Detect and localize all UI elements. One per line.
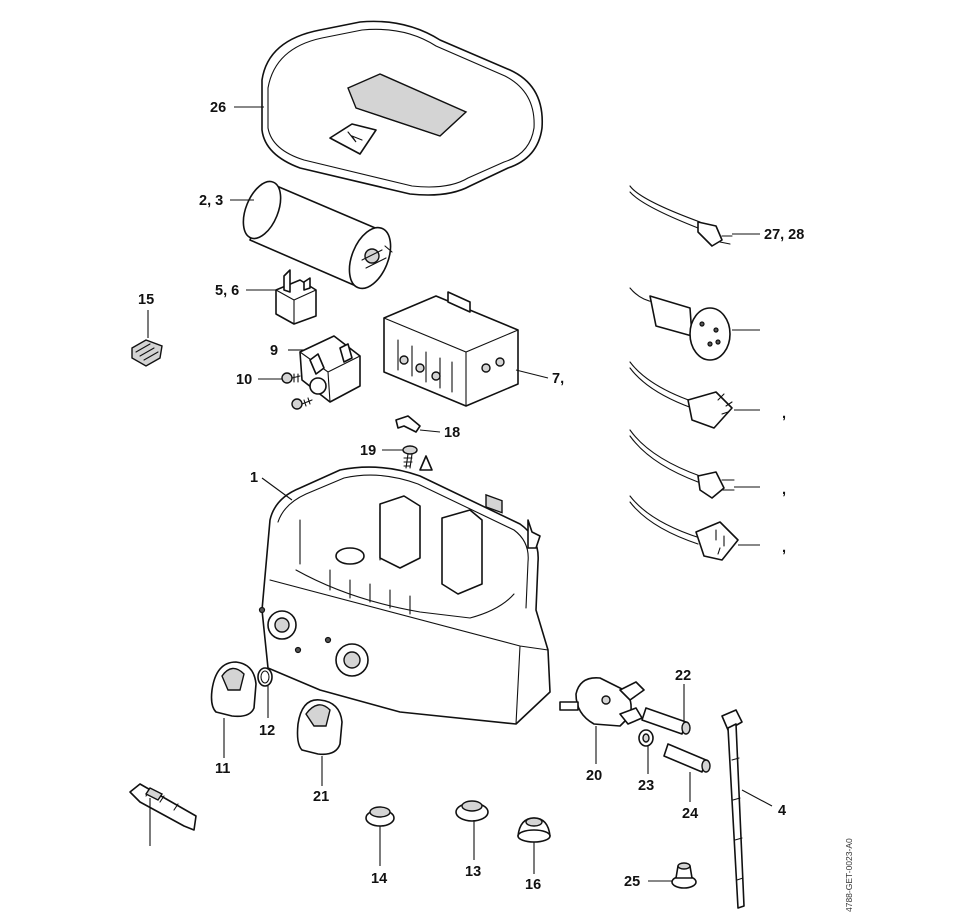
part-9-switch (299, 335, 361, 403)
label-comma-a: , (782, 406, 786, 422)
leader-lines (147, 106, 773, 882)
drawing-number: 4788-GET-0023-A0 (844, 838, 854, 912)
part-13-grommet (455, 800, 489, 822)
part-11-knob (210, 661, 257, 718)
part-24-fuse (663, 743, 711, 773)
cord-variant-uk-plug (629, 361, 733, 429)
label-10: 10 (236, 372, 252, 388)
label-16: 16 (525, 877, 541, 893)
label-13: 13 (465, 864, 481, 880)
label-9: 9 (270, 343, 278, 359)
label-14: 14 (371, 871, 387, 887)
label-18: 18 (444, 425, 460, 441)
part-27-28-power-cord (629, 185, 733, 247)
label-4: 4 (778, 803, 786, 819)
label-11: 11 (215, 761, 230, 777)
part-7-contactor (383, 291, 519, 514)
label-15: 15 (138, 292, 154, 308)
label-comma-c: , (782, 540, 786, 556)
part-23-fuse-cap (638, 729, 654, 747)
label-24: 24 (682, 806, 698, 822)
part-2-3-capacitor (242, 180, 393, 290)
part-12-o-ring (257, 667, 273, 687)
part-16-foot (517, 817, 551, 843)
label-20: 20 (586, 768, 602, 784)
part-labels: 26 2, 3 5, 6 15 9 10 7, 18 19 1 27, 28 ,… (138, 100, 854, 912)
label-27-28: 27, 28 (764, 227, 804, 243)
part-25-foot (671, 862, 697, 889)
label-comma-b: , (782, 482, 786, 498)
part-1-housing (258, 455, 551, 725)
label-7: 7, (552, 371, 564, 387)
label-23: 23 (638, 778, 654, 794)
part-14-grommet (365, 806, 395, 827)
part-19-screw (402, 445, 418, 469)
label-21: 21 (313, 789, 329, 805)
label-1: 1 (250, 470, 258, 486)
part-26-cover-lid (261, 20, 543, 196)
cord-variant-cee-plug (629, 287, 731, 361)
part-21-knob (296, 699, 343, 756)
cord-variant-angled-plug (629, 495, 739, 561)
part-22-fuse (641, 707, 691, 735)
part-4-cable-tie (721, 709, 745, 909)
cord-variant-us-plug (629, 429, 735, 499)
part-15-clip (131, 339, 163, 367)
part-18-bracket (395, 415, 421, 433)
part-20-switch (559, 677, 645, 727)
label-2-3: 2, 3 (199, 193, 223, 209)
part-10-screws (281, 372, 313, 410)
label-12: 12 (259, 723, 275, 739)
label-25: 25 (624, 874, 640, 890)
part-bottom-left-bracket (129, 783, 197, 831)
label-5-6: 5, 6 (215, 283, 239, 299)
label-22: 22 (675, 668, 691, 684)
label-26: 26 (210, 100, 226, 116)
label-19: 19 (360, 443, 376, 459)
part-5-6-terminal-block (275, 269, 317, 325)
